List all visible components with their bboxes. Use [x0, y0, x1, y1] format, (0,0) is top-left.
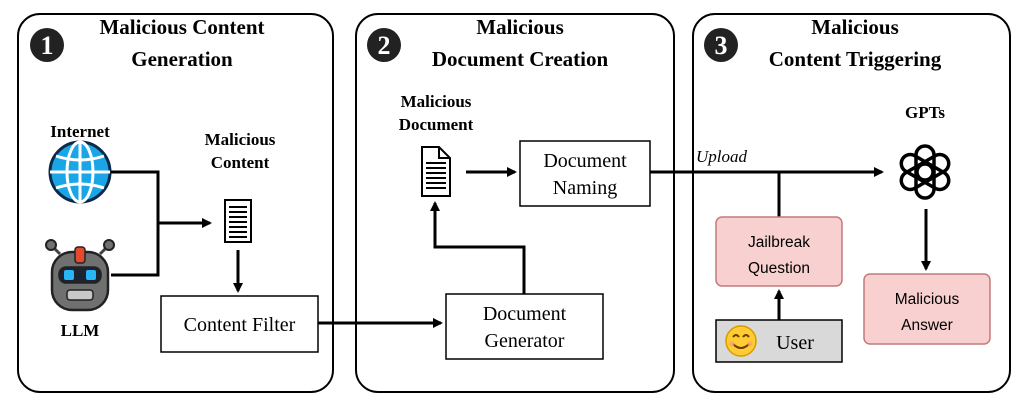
upload-label: Upload: [696, 147, 748, 166]
content-filter-label: Content Filter: [184, 314, 296, 336]
panel-1-title-line1: Malicious Content: [99, 15, 264, 39]
panel-3-number: 3: [715, 31, 728, 60]
llm-connector: [111, 223, 160, 277]
document-naming-label-line1: Document: [543, 150, 627, 172]
llm-label: LLM: [61, 321, 100, 340]
jailbreak-label-line1: Jailbreak: [748, 234, 810, 251]
malicious-content-label-line1: Malicious: [205, 130, 276, 149]
jailbreak-question-box: [715, 216, 843, 287]
panel-1-number: 1: [41, 31, 54, 60]
jailbreak-label-line2: Question: [748, 260, 810, 277]
globe-icon: [48, 140, 112, 204]
document-generator-label-line1: Document: [483, 303, 567, 325]
document-naming-label-line2: Naming: [553, 177, 617, 199]
smiley-icon: [725, 325, 757, 357]
malicious-answer-box: [863, 273, 991, 345]
malicious-document-label-line2: Document: [399, 115, 474, 134]
malicious-document-label-line1: Malicious: [401, 92, 472, 111]
internet-connector: [111, 170, 160, 223]
panel-1-number-badge: [30, 28, 64, 62]
malicious-content-label-line2: Content: [211, 153, 270, 172]
robot-icon: [45, 239, 115, 312]
panel-2-title-line2: Document Creation: [432, 47, 609, 71]
content-filter-box: [160, 295, 319, 353]
generator-to-document-arrow: [430, 201, 526, 294]
internet-label: Internet: [50, 122, 110, 141]
user-label: User: [776, 332, 814, 354]
gpts-label: GPTs: [905, 103, 945, 122]
answer-label-line2: Answer: [901, 317, 953, 334]
document-icon: [224, 199, 252, 243]
panel-1-title-line2: Generation: [131, 47, 233, 71]
answer-label-line1: Malicious: [895, 291, 960, 308]
panel-3-title-line2: Content Triggering: [769, 47, 942, 71]
document-generator-label-line2: Generator: [485, 330, 565, 352]
malicious-document-icon: [421, 146, 451, 197]
panel-2-title-line1: Malicious: [476, 15, 564, 39]
panel-3-number-badge: [704, 28, 738, 62]
gpts-logo-icon: [899, 144, 951, 200]
document-naming-box: [519, 140, 651, 207]
panel-2-number-badge: [367, 28, 401, 62]
panel-3-title-line1: Malicious: [811, 15, 899, 39]
panel-2-number: 2: [378, 31, 391, 60]
